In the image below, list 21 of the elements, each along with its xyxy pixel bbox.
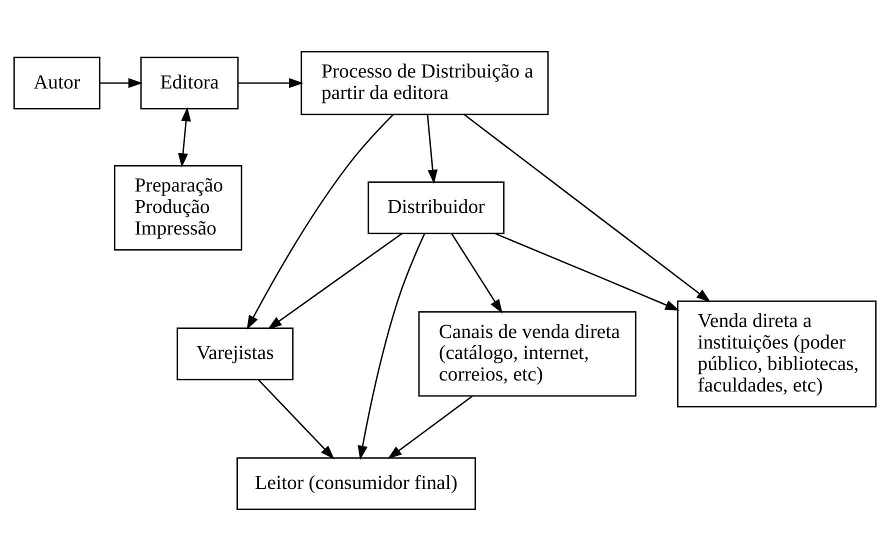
arrow (494, 232, 680, 310)
arrow (268, 232, 402, 329)
node-box: Preparação Produção Impressão (114, 164, 242, 250)
arrow (178, 106, 191, 168)
node-box: Processo de Distribuição a partir da editora (300, 50, 549, 115)
node-box: Venda direta a instituições (poder público, bibliotecas, faculdades, etc) (677, 300, 877, 407)
arrow (464, 114, 711, 302)
node-box: Distribuidor (368, 180, 505, 234)
arrow (258, 378, 334, 459)
arrow (246, 114, 394, 330)
arrow (358, 232, 426, 460)
arrow (238, 78, 304, 88)
node-box: Autor (13, 56, 100, 109)
arrow (426, 114, 438, 184)
arrow (388, 395, 473, 458)
arrow (450, 232, 503, 314)
node-box: Canais de venda direta (catálogo, internet, correios, etc) (418, 310, 636, 396)
node-box: Editora (140, 56, 239, 109)
node-box: Varejistas (176, 327, 294, 380)
arrow (100, 78, 143, 88)
node-box: Leitor (consumidor final) (236, 456, 476, 510)
